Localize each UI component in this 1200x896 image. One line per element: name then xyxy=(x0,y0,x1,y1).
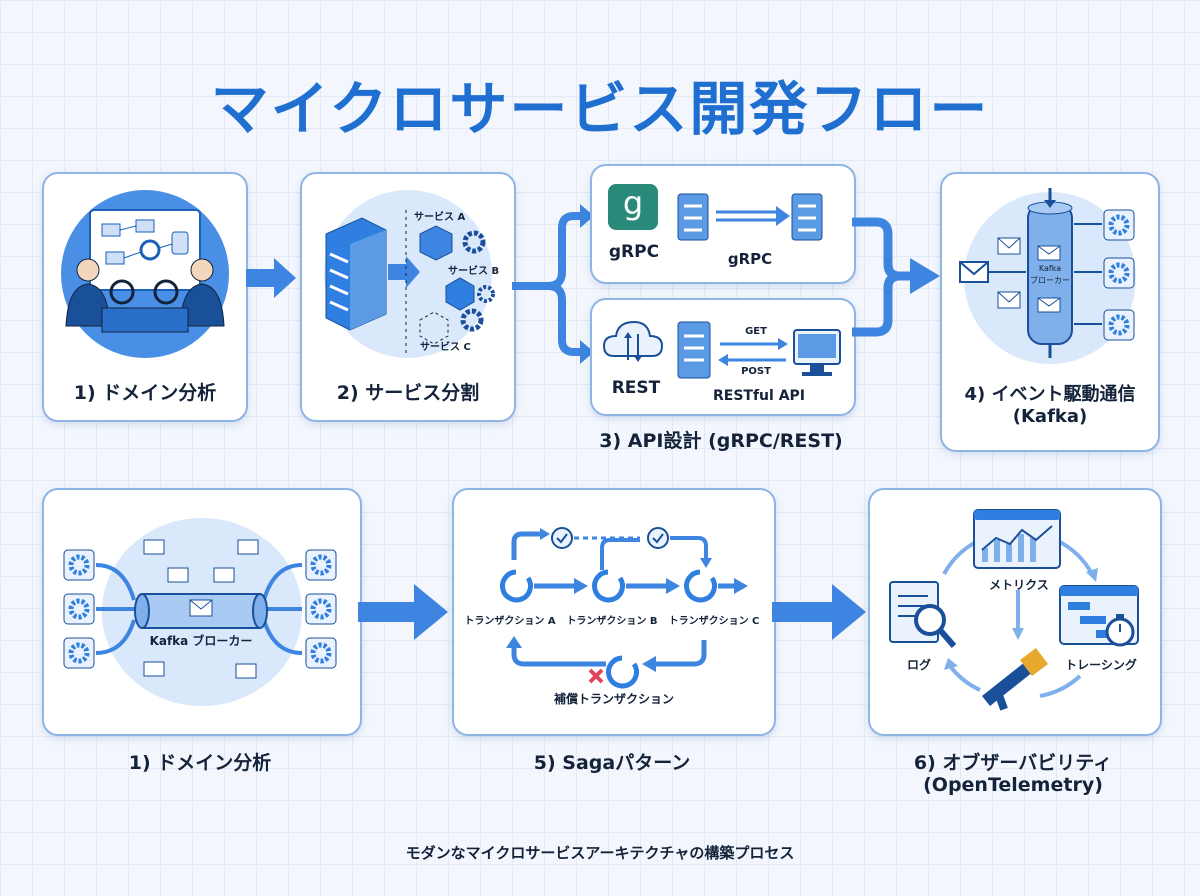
kafka-broker-label-1: Kafka xyxy=(1038,264,1062,273)
envelope-icon xyxy=(959,237,1061,313)
metrics-label: メトリクス xyxy=(989,578,1049,592)
service-a-label: サービス A xyxy=(414,212,466,223)
telescope-icon xyxy=(982,648,1048,711)
server-icon xyxy=(677,193,823,241)
compensation-label: 補償トランザクション xyxy=(553,692,674,706)
post-label: POST xyxy=(741,366,771,377)
envelope-icon xyxy=(143,539,259,679)
flow-arrow-1-2 xyxy=(246,258,296,298)
tx-a-label: トランザクション A xyxy=(464,616,556,627)
cross-icon xyxy=(588,668,604,684)
step3-label: 3) API設計 (gRPC/REST) xyxy=(599,430,843,452)
observability-label-line1: 6) オブザーバビリティ xyxy=(913,752,1113,774)
card-domain-analysis: 1) ドメイン分析 xyxy=(42,172,248,422)
grpc-label: gRPC xyxy=(608,242,660,262)
check-icon xyxy=(551,527,669,549)
logs-label: ログ xyxy=(906,658,931,672)
flow-arrow-split-to-api xyxy=(512,204,594,364)
transaction-loop-icon xyxy=(500,569,717,689)
step1-label: 1) ドメイン分析 xyxy=(73,382,217,404)
magnifier-icon xyxy=(914,604,957,648)
restful-label: RESTful API xyxy=(712,388,805,404)
observability-label-line2: (OpenTelemetry) xyxy=(923,774,1103,796)
get-label: GET xyxy=(745,326,767,337)
monitor-icon xyxy=(793,329,841,376)
card-event-driven: Kafka ブローカー 4) イベント駆動通信 (Kafka) xyxy=(940,172,1160,452)
kafka-broker-icon xyxy=(1027,188,1073,358)
cloud-icon xyxy=(602,320,664,362)
server-icon xyxy=(677,321,711,379)
saga-step-label: 5) Sagaパターン xyxy=(533,752,691,774)
stopwatch-icon xyxy=(1105,614,1135,647)
card-rest: REST GET POST RESTful API xyxy=(590,298,856,416)
flow-arrow-api-to-kafka xyxy=(852,217,940,337)
page-title: マイクロサービス開発フロー xyxy=(210,75,990,143)
chart-icon xyxy=(973,509,1061,569)
grpc-link-label: gRPC xyxy=(727,250,773,268)
tx-c-label: トランザクション C xyxy=(668,616,760,627)
gear-icon xyxy=(1103,209,1135,341)
team-icon xyxy=(65,258,225,333)
service-c-label: サービス C xyxy=(420,342,471,353)
tracing-label: トレーシング xyxy=(1065,658,1137,672)
server-icon xyxy=(325,217,387,331)
card-saga: トランザクション A トランザクション B トランザクション C 補償トランザク… xyxy=(452,488,776,736)
grpc-logo-icon xyxy=(608,184,658,230)
kafka-broker-label-2: ブローカー xyxy=(1030,276,1070,285)
whiteboard-icon xyxy=(89,209,201,291)
card-service-split: サービス A サービス B サービス C 2) サービス分割 xyxy=(300,172,516,422)
kafka-broker-label: Kafka ブローカー xyxy=(149,634,253,648)
grpc-logo-letter: g xyxy=(622,184,644,222)
page-subtitle: モダンなマイクロサービスアーキテクチャの構築プロセス xyxy=(405,844,795,862)
card-grpc: g gRPC gRPC xyxy=(590,164,856,284)
card-kafka-broker: Kafka ブローカー xyxy=(42,488,362,736)
flow-arrow-kafka-to-saga xyxy=(358,584,448,640)
step2-label: 2) サービス分割 xyxy=(336,382,480,404)
step4-label-line2: (Kafka) xyxy=(1012,406,1088,427)
service-b-label: サービス B xyxy=(448,266,500,277)
cube-icon xyxy=(419,225,475,345)
card-observability: メトリクス ログ トレーシング xyxy=(868,488,1162,736)
gear-icon xyxy=(63,549,337,669)
gear-icon xyxy=(460,230,495,332)
flow-arrow-saga-to-observability xyxy=(772,584,866,640)
rest-label: REST xyxy=(611,378,661,398)
bottom-step1-label: 1) ドメイン分析 xyxy=(128,752,272,774)
tx-b-label: トランザクション B xyxy=(566,616,658,627)
step4-label-line1: 4) イベント駆動通信 xyxy=(964,384,1136,405)
